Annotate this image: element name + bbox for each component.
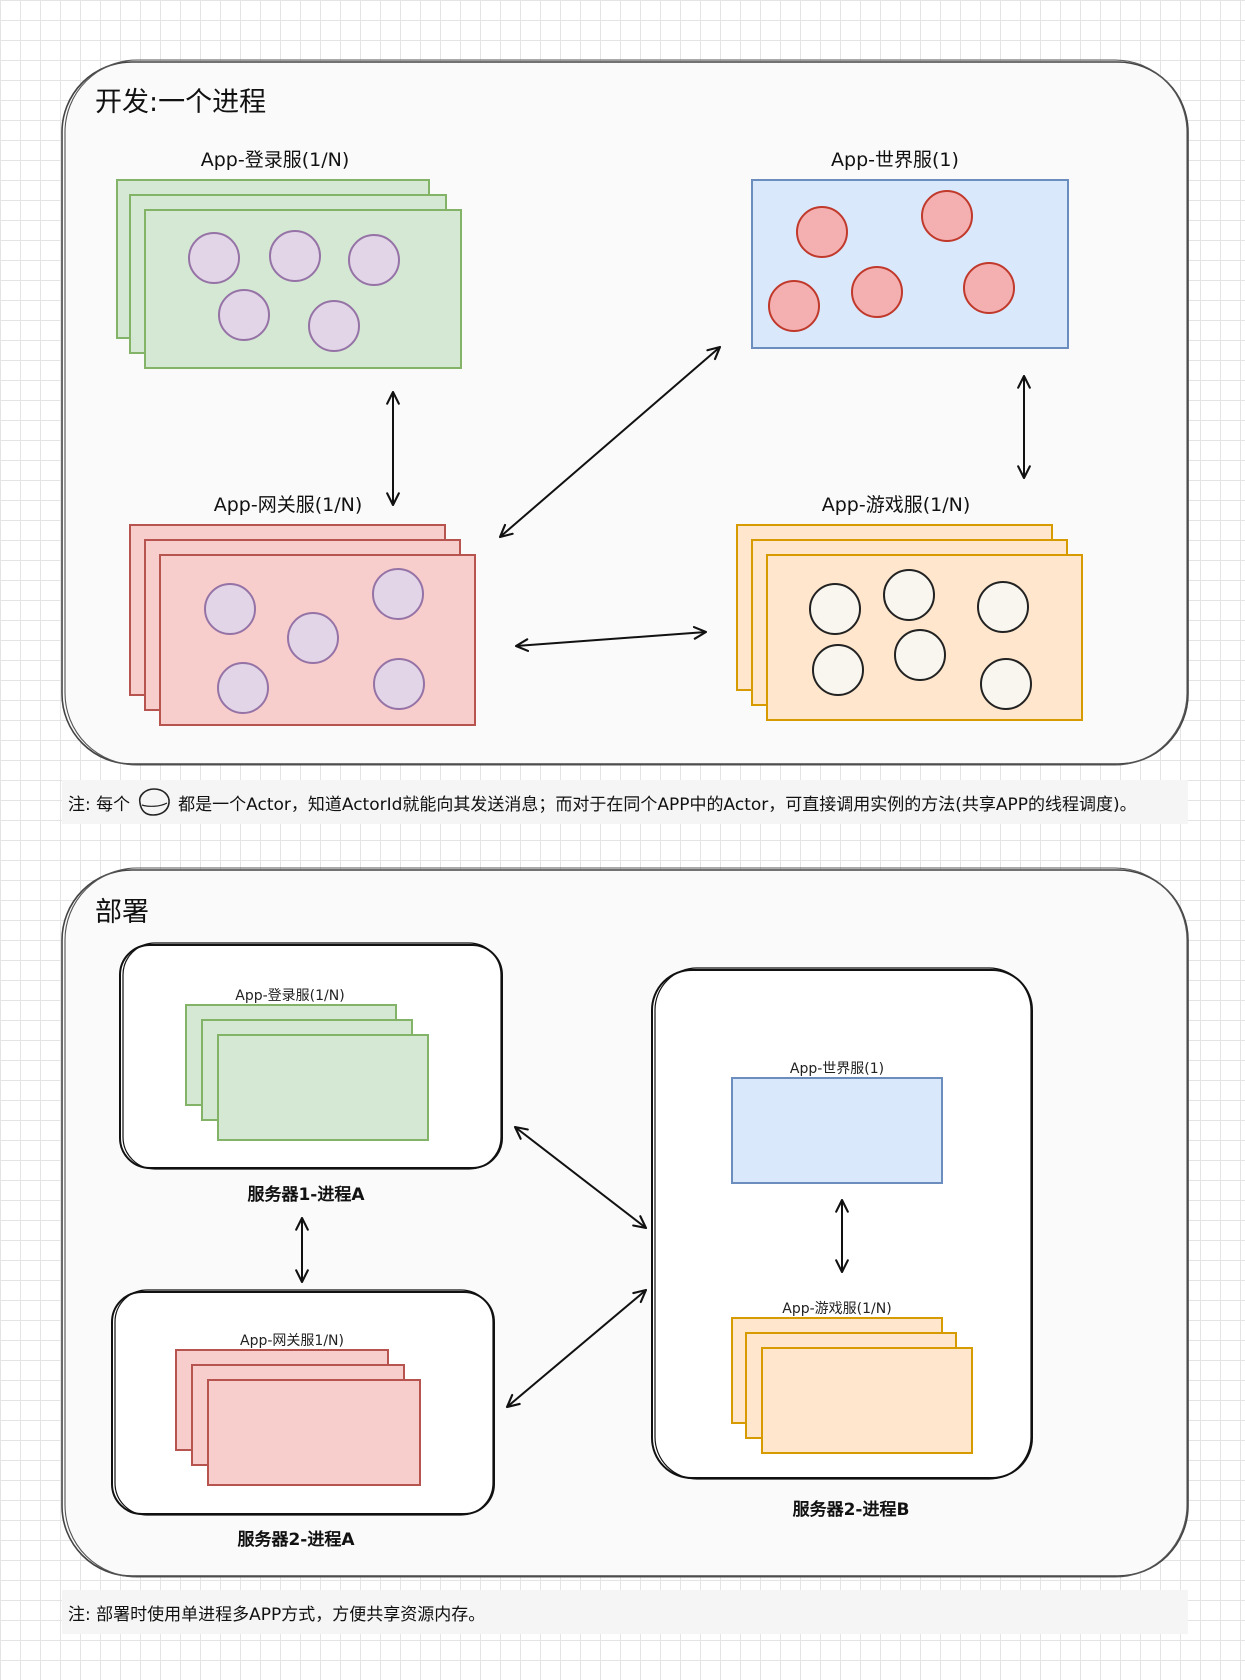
gateway-actors [204,568,425,714]
game-app-label: App-游戏服(1/N) [821,494,971,516]
actor-login-1 [188,232,240,284]
deploy-world-app-label: App-世界服(1) [789,1061,885,1077]
world-actors [768,190,1015,332]
dev-section-title: 开发:一个进程 [95,87,267,118]
actor-game-3 [977,581,1029,633]
actor-world-3 [768,280,820,332]
gateway-app-label: App-网关服(1/N) [213,494,363,516]
actor-world-4 [851,266,903,318]
deploy-login-app-label: App-登录服(1/N) [235,988,345,1004]
actor-game-4 [812,644,864,696]
actor-game-2 [883,569,935,621]
actor-world-1 [796,206,848,258]
server1-process-a-label: 服务器1-进程A [247,1185,365,1205]
actor-gateway-2 [372,568,424,620]
login-app-label: App-登录服(1/N) [200,149,350,171]
actor-game-1 [809,583,861,635]
arrow-s2a-s2b [505,1288,648,1409]
actor-world-2 [921,190,973,242]
dev-note-suffix: 都是一个Actor，知道ActorId就能向其发送消息；而对于在同个APP中的A… [178,794,1137,815]
deploy-note: 注: 部署时使用单进程多APP方式，方便共享资源内存。 [62,1590,1188,1634]
deploy-section-title: 部署 [95,897,149,928]
actor-game-6 [980,658,1032,710]
deploy-game-app-label: App-游戏服(1/N) [782,1301,892,1317]
arrow-s1a-s2b [513,1125,648,1230]
deploy-arrows [295,1125,849,1409]
arrow-gateway-world [498,345,722,539]
server2-process-a-label: 服务器2-进程A [237,1530,355,1550]
actor-world-5 [963,262,1015,314]
deploy-gateway-app-label: App-网关服1/N) [240,1333,344,1349]
actor-gateway-1 [204,583,256,635]
deploy-gateway-app-stack [175,1349,421,1486]
deploy-world-app-box [731,1077,943,1184]
actor-gateway-4 [217,662,269,714]
actor-login-4 [218,289,270,341]
deploy-game-app-stack [731,1317,973,1454]
arrow-gateway-game [514,625,708,653]
actor-game-5 [894,629,946,681]
dev-note-prefix: 注: 每个 [68,794,131,815]
actor-gateway-3 [287,612,339,664]
game-actors [809,569,1032,710]
dev-note: 注: 每个 都是一个Actor，知道ActorId就能向其发送消息；而对于在同个… [62,780,1188,824]
actor-gateway-5 [373,658,425,710]
world-app-label: App-世界服(1) [831,149,959,171]
actor-icon [139,788,170,816]
actor-login-5 [308,300,360,352]
server2-process-b-label: 服务器2-进程B [792,1500,910,1520]
dev-arrows [386,345,1031,653]
deploy-login-app-stack [185,1004,429,1141]
actor-login-2 [269,230,321,282]
actor-login-3 [348,234,400,286]
login-actors [188,230,400,352]
